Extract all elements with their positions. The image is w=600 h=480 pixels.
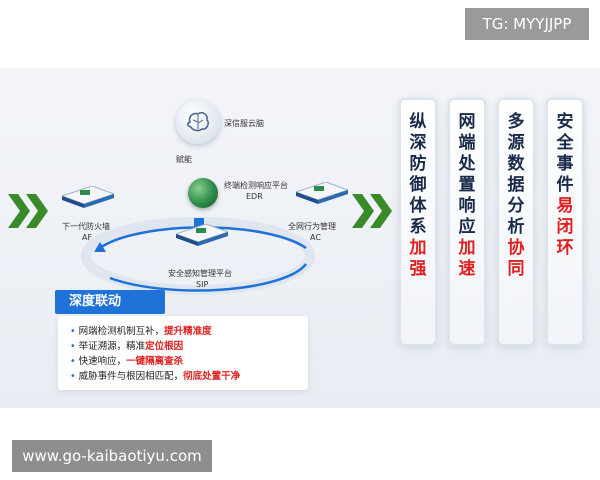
benefit-card-highlight: 加强 <box>409 238 427 279</box>
sip-device-icon <box>176 224 228 246</box>
ac-device-icon <box>296 182 348 204</box>
list-item: •威胁事件与根因相匹配，彻底处置干净 <box>70 371 241 382</box>
sip-abbr: SIP <box>196 280 209 289</box>
watermark-top: TG: MYYJJPP <box>465 8 589 40</box>
list-item: •网端检测机制互补，提升精准度 <box>70 326 212 337</box>
benefit-card: 网端处置响应加速 <box>448 98 486 346</box>
benefit-card-highlight: 易闭环 <box>556 196 574 258</box>
edr-icon <box>188 178 218 208</box>
chevron-right-icon <box>352 194 392 228</box>
ac-name: 全网行为管理 <box>288 222 336 231</box>
edr-abbr: EDR <box>246 192 263 201</box>
list-item: •快速响应，一键隔离查杀 <box>70 356 184 367</box>
benefit-card-text: 网端处置响应 <box>458 112 476 237</box>
af-name: 下一代防火墙 <box>62 222 110 231</box>
cloud-brain-icon <box>176 100 220 144</box>
benefit-card: 纵深防御体系加强 <box>399 98 437 346</box>
firewall-device-icon <box>62 186 114 208</box>
feature-list: •网端检测机制互补，提升精准度 •举证溯源，精准定位根因 •快速响应，一键隔离查… <box>58 316 308 390</box>
list-item: •举证溯源，精准定位根因 <box>70 341 184 352</box>
watermark-bottom: www.go-kaibaotiyu.com <box>12 440 212 472</box>
benefit-card-text: 多源数据分析 <box>507 112 525 237</box>
empower-label: 赋能 <box>176 155 192 164</box>
banner: 深信服云脑 赋能 终端检测响应平台 EDR 下一代防火墙 AF 安全感知管理平台… <box>0 68 600 408</box>
sip-name: 安全感知管理平台 <box>168 269 232 278</box>
benefit-card: 多源数据分析协同 <box>497 98 535 346</box>
cloud-brain-label: 深信服云脑 <box>224 119 264 128</box>
benefit-card-highlight: 加速 <box>458 238 476 279</box>
benefit-card-text: 安全事件 <box>556 112 574 195</box>
benefit-card-text: 纵深防御体系 <box>409 112 427 237</box>
benefit-card-highlight: 协同 <box>507 238 525 279</box>
orbit-ring <box>81 217 315 295</box>
ac-abbr: AC <box>310 233 321 242</box>
benefit-card: 安全事件易闭环 <box>546 98 584 346</box>
panel-title: 深度联动 <box>55 290 165 314</box>
edr-name: 终端检测响应平台 <box>224 181 288 190</box>
af-abbr: AF <box>82 233 93 242</box>
chevron-right-icon <box>8 194 48 228</box>
